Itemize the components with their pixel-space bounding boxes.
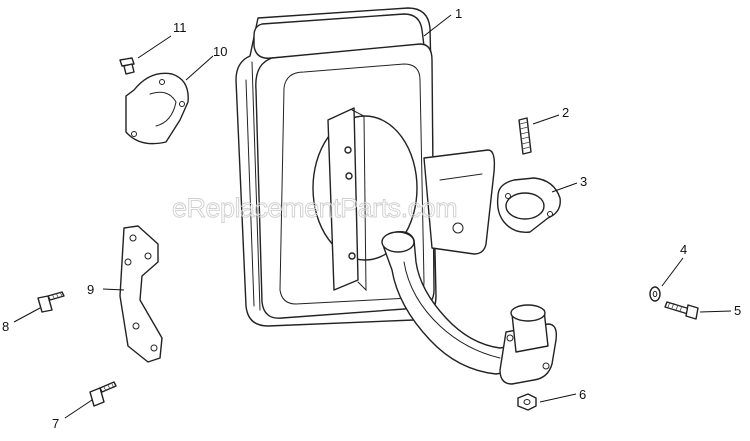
callout-10: 10 [213, 44, 227, 59]
callout-2: 2 [562, 105, 569, 120]
part-screw-5 [664, 301, 699, 320]
part-stud [518, 117, 532, 155]
part-screw-8 [37, 291, 65, 313]
part-nut [517, 393, 537, 411]
part-bracket [119, 225, 163, 363]
part-washer [649, 286, 661, 302]
part-screw-11 [119, 57, 135, 75]
leader-lines [13, 14, 732, 419]
part-screw-7 [89, 381, 117, 407]
callout-labels: 1 2 3 4 5 6 7 8 9 10 11 [2, 6, 741, 431]
callout-8: 8 [2, 319, 9, 334]
callout-3: 3 [580, 174, 587, 189]
callout-9: 9 [87, 282, 94, 297]
watermark: eReplacementParts.com [172, 193, 457, 223]
part-exhaust-pipe [381, 230, 558, 385]
callout-5: 5 [734, 303, 741, 318]
callout-11: 11 [173, 20, 187, 35]
part-muffler [235, 7, 496, 327]
callout-1: 1 [455, 6, 462, 21]
callout-7: 7 [52, 416, 59, 431]
part-heat-shield [125, 72, 189, 145]
part-gasket [496, 177, 561, 233]
callout-6: 6 [579, 387, 586, 402]
callout-4: 4 [680, 242, 687, 257]
